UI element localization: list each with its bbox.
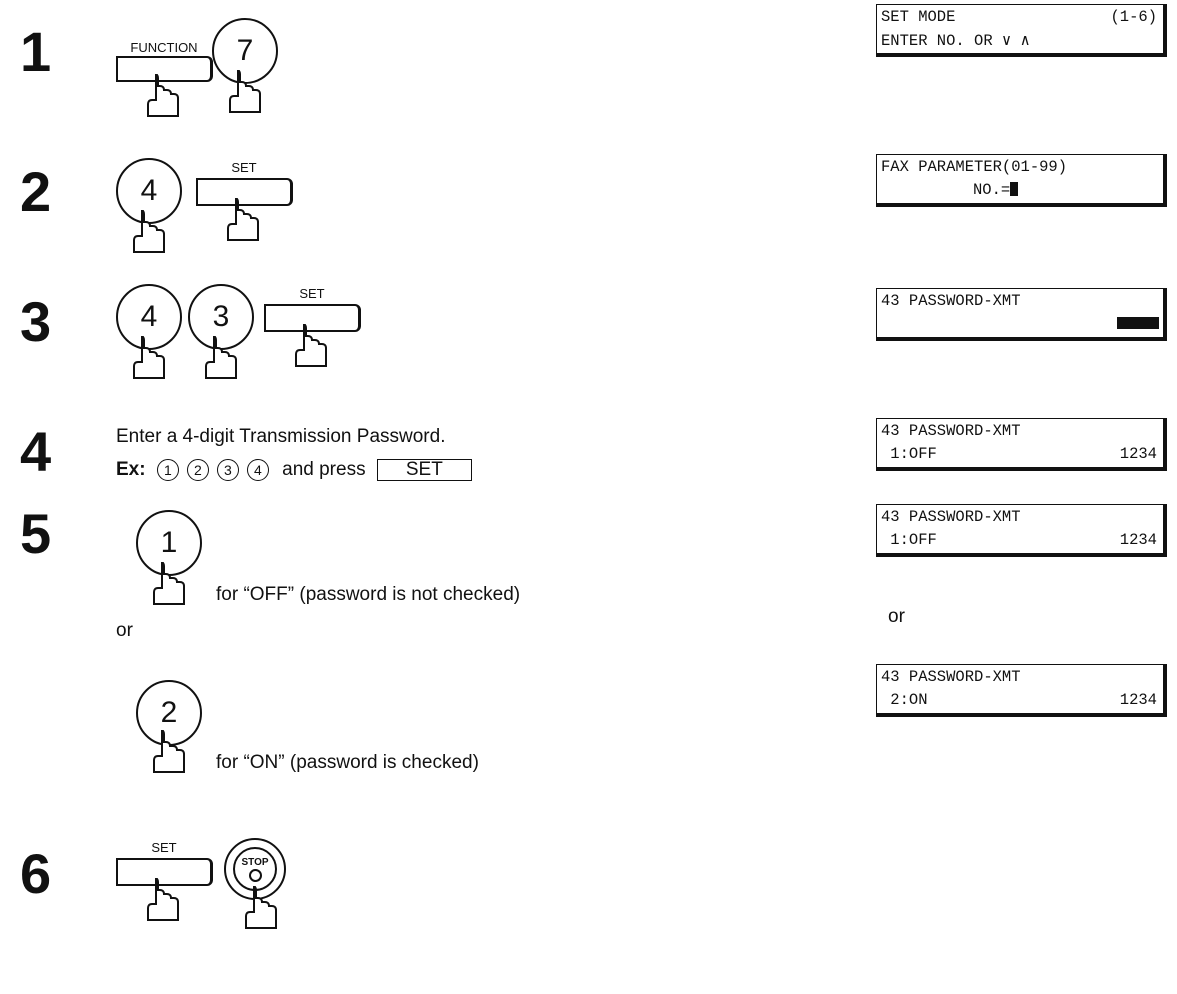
set-key[interactable]: SET <box>264 284 364 382</box>
display-text: 1234 <box>1120 691 1157 709</box>
display-text: NO.= <box>973 181 1010 199</box>
stop-key[interactable]: STOP <box>224 838 296 936</box>
display-line-1: 43 PASSWORD-XMT <box>881 668 1157 688</box>
display-step-4: 43 PASSWORD-XMT 1:OFF 1234 <box>876 418 1167 471</box>
pointing-hand-icon <box>244 886 280 930</box>
pointing-hand-icon <box>152 730 188 774</box>
display-text: 1:OFF <box>881 531 937 549</box>
display-text: 1234 <box>1120 445 1157 463</box>
digit-key-icon: 2 <box>187 459 209 481</box>
digit-key-icon: 1 <box>157 459 179 481</box>
digit-4-key[interactable]: 4 <box>116 158 184 256</box>
example-suffix: and press <box>282 459 365 480</box>
pointing-hand-icon <box>146 878 182 922</box>
pointing-hand-icon <box>226 198 262 242</box>
function-key-label: FUNCTION <box>116 40 212 55</box>
display-text: 1234 <box>1120 531 1157 549</box>
step-3-keys: 4 3 SET <box>116 284 364 382</box>
step-number-4: 4 <box>20 424 51 480</box>
display-line-2: ENTER NO. OR ∨ ∧ <box>881 31 1157 51</box>
display-line-1: SET MODE (1-6) <box>881 8 1157 28</box>
step-number-6: 6 <box>20 846 51 902</box>
set-key-label: SET <box>116 840 212 855</box>
password-cursor-blocks <box>1117 317 1159 329</box>
digit-2-key[interactable]: 2 <box>136 680 204 778</box>
stop-key-face: STOP <box>233 847 277 891</box>
digit-3-key[interactable]: 3 <box>188 284 256 382</box>
display-text: 2:ON <box>881 691 928 709</box>
display-line-1: FAX PARAMETER(01-99) <box>881 158 1157 178</box>
option-on-text: for “ON” (password is checked) <box>216 752 479 774</box>
pointing-hand-icon <box>132 336 168 380</box>
digit-1-key[interactable]: 1 <box>136 510 204 608</box>
step-5-key-2: 2 <box>136 680 204 778</box>
pointing-hand-icon <box>228 70 264 114</box>
display-line-2: NO.= <box>973 181 1157 201</box>
display-text: 1:OFF <box>881 445 937 463</box>
step-number-5: 5 <box>20 506 51 562</box>
display-or-text: or <box>888 606 905 628</box>
pointing-hand-icon <box>204 336 240 380</box>
function-key[interactable]: FUNCTION <box>116 18 216 116</box>
pointing-hand-icon <box>152 562 188 606</box>
set-key-label: SET <box>264 286 360 301</box>
step-5-key-1: 1 <box>136 510 204 608</box>
display-text: SET MODE <box>881 8 955 26</box>
set-key[interactable]: SET <box>196 158 296 256</box>
stop-icon <box>249 869 262 882</box>
display-text: (1-6) <box>1110 8 1157 26</box>
display-line-2: 1:OFF 1234 <box>881 445 1157 465</box>
step-6-keys: SET STOP <box>116 838 296 936</box>
set-key-label: SET <box>196 160 292 175</box>
display-step-2: FAX PARAMETER(01-99) NO.= <box>876 154 1167 207</box>
example-label: Ex: <box>116 459 146 480</box>
pointing-hand-icon <box>146 74 182 118</box>
display-step-5-off: 43 PASSWORD-XMT 1:OFF 1234 <box>876 504 1167 557</box>
display-line-2: 1:OFF 1234 <box>881 531 1157 551</box>
option-off-text: for “OFF” (password is not checked) <box>216 584 520 606</box>
pointing-hand-icon <box>294 324 330 368</box>
or-text: or <box>116 620 133 642</box>
display-line-1: 43 PASSWORD-XMT <box>881 422 1157 442</box>
display-line-1: 43 PASSWORD-XMT <box>881 508 1157 528</box>
set-key-inline: SET <box>377 459 472 481</box>
step-2-keys: 4 SET <box>116 158 296 256</box>
step-number-3: 3 <box>20 294 51 350</box>
display-step-5-on: 43 PASSWORD-XMT 2:ON 1234 <box>876 664 1167 717</box>
digit-key-icon: 3 <box>217 459 239 481</box>
pointing-hand-icon <box>132 210 168 254</box>
display-line-1: 43 PASSWORD-XMT <box>881 292 1157 312</box>
step-1-keys: FUNCTION 7 <box>116 18 280 116</box>
digit-key-icon: 4 <box>247 459 269 481</box>
display-line-2: 2:ON 1234 <box>881 691 1157 711</box>
step-number-2: 2 <box>20 164 51 220</box>
set-key[interactable]: SET <box>116 838 216 936</box>
digit-4-key[interactable]: 4 <box>116 284 184 382</box>
step-number-1: 1 <box>20 24 51 80</box>
digit-7-key[interactable]: 7 <box>212 18 280 116</box>
display-step-3: 43 PASSWORD-XMT <box>876 288 1167 341</box>
display-step-1: SET MODE (1-6) ENTER NO. OR ∨ ∧ <box>876 4 1167 57</box>
step-4-instruction: Enter a 4-digit Transmission Password. <box>116 426 445 448</box>
cursor-block <box>1010 182 1018 196</box>
stop-key-label: STOP <box>241 857 268 868</box>
